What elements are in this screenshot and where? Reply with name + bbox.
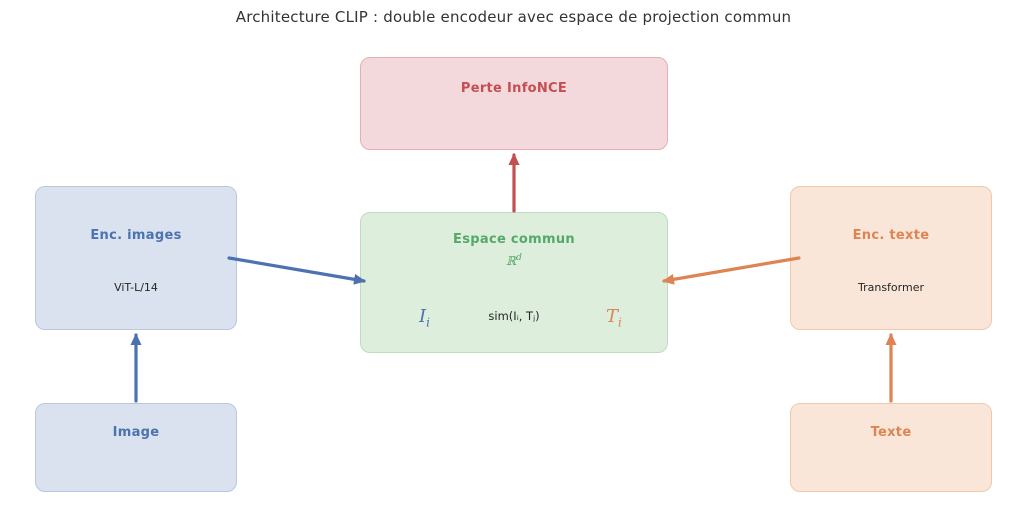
shared-space-dimension: ℝd bbox=[506, 253, 522, 268]
text-input-box: Texte bbox=[790, 403, 992, 492]
text-encoder-box: Enc. texte Transformer bbox=[790, 186, 992, 330]
loss-box: Perte InfoNCE bbox=[360, 57, 668, 150]
shared-space-box: Espace commun ℝd Ii sim(Iᵢ, Tⱼ) Ti bbox=[360, 212, 668, 353]
text-input-label: Texte bbox=[870, 425, 912, 440]
text-embedding-var: Ti bbox=[606, 306, 622, 330]
image-encoder-box: Enc. images ViT-L/14 bbox=[35, 186, 237, 330]
shared-space-title: Espace commun bbox=[453, 232, 575, 247]
arrow-enc-images-to-espace bbox=[227, 256, 366, 285]
text-encoder-subtitle: Transformer bbox=[857, 281, 924, 294]
image-encoder-title: Enc. images bbox=[90, 228, 182, 243]
diagram-title: Architecture CLIP : double encodeur avec… bbox=[235, 8, 792, 26]
similarity-label: sim(Iᵢ, Tⱼ) bbox=[488, 309, 540, 323]
text-encoder-title: Enc. texte bbox=[852, 228, 930, 243]
arrow-enc-texte-to-espace bbox=[662, 256, 801, 285]
image-encoder-subtitle: ViT-L/14 bbox=[114, 281, 158, 294]
image-input-label: Image bbox=[112, 425, 160, 440]
image-embedding-var: Ii bbox=[419, 306, 430, 330]
image-input-box: Image bbox=[35, 403, 237, 492]
loss-box-label: Perte InfoNCE bbox=[460, 81, 568, 96]
